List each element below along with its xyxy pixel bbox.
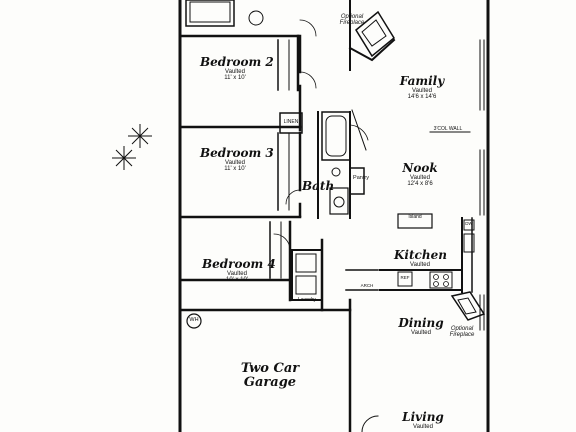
bedroom-2-label: Bedroom 2 Vaulted 11' x 10' [200, 56, 274, 81]
optional-fireplace-top-label: Optional Fireplace [339, 14, 365, 27]
bath-toilet [331, 167, 341, 177]
shrub-upper [128, 124, 152, 148]
vanity [329, 187, 349, 215]
dining-name: Dining [398, 316, 444, 330]
arch-label: ARCH [360, 283, 374, 288]
kitchen-island [397, 213, 433, 229]
family-size: 14'6 x 14'6 [407, 93, 437, 100]
living-ceiling: Vaulted [413, 423, 433, 430]
nook-name: Nook [402, 161, 438, 175]
garage-line1: Two Car [240, 361, 300, 376]
family-name: Family [399, 74, 445, 88]
living-name: Living [402, 410, 444, 424]
linen-label: LINEN [283, 119, 299, 125]
family-ceiling: Vaulted [412, 87, 432, 94]
bedroom-2-name: Bedroom 2 [200, 55, 274, 69]
water-heater [186, 313, 202, 329]
bedroom-3-name: Bedroom 3 [200, 146, 274, 160]
dryer [295, 275, 317, 295]
laundry-label: Laundry [297, 297, 317, 303]
bedroom-3-size: 11' x 10' [224, 165, 246, 172]
island-label: Island [408, 214, 422, 220]
optional-fireplace-bottom-label: Optional Fireplace [449, 326, 475, 339]
pantry [349, 167, 365, 195]
bedroom-2-ceiling: Vaulted [225, 68, 245, 75]
shrub-lower [112, 146, 136, 170]
bedroom-4-name: Bedroom 4 [202, 257, 276, 271]
upper-toilet [248, 10, 264, 26]
bedroom-3-label: Bedroom 3 Vaulted 11' x 10' [200, 147, 274, 172]
fireplace-bottom [450, 291, 486, 321]
refrigerator-label: REF [400, 275, 410, 280]
upper-tub [185, 0, 235, 27]
kitchen-name: Kitchen [394, 248, 447, 262]
water-heater-label: WH [189, 317, 199, 323]
washer [295, 253, 317, 273]
dishwasher-label: DW [465, 221, 473, 226]
nook-size: 12'4 x 8'6 [407, 180, 433, 187]
refrigerator [397, 271, 413, 287]
bath-label: Bath [302, 179, 335, 193]
family-label: Family Vaulted 14'6 x 14'6 [392, 75, 452, 100]
bedroom-4-size: 10' x 10' [226, 276, 248, 283]
wall-height-label: 3'COL WALL [433, 126, 463, 132]
bedroom-4-label: Bedroom 4 Vaulted 10' x 10' [202, 258, 276, 283]
living-label: Living Vaulted [398, 411, 448, 430]
kitchen-ceiling: Vaulted [410, 261, 430, 268]
kitchen-sink [463, 233, 475, 253]
pantry-label: Pantry [353, 175, 369, 181]
dining-label: Dining Vaulted [396, 317, 446, 336]
nook-ceiling: Vaulted [410, 174, 430, 181]
bedroom-2-size: 11' x 10' [224, 74, 246, 81]
range [429, 271, 453, 289]
bath-name: Bath [302, 179, 335, 193]
linen-closet [279, 112, 303, 134]
kitchen-label: Kitchen Vaulted [394, 248, 447, 268]
garage-label: Two Car Garage [232, 362, 308, 389]
garage-line2: Garage [243, 374, 297, 390]
dining-ceiling: Vaulted [411, 329, 431, 336]
fireplace-top [355, 10, 395, 58]
bedroom-3-ceiling: Vaulted [225, 159, 245, 166]
nook-label: Nook Vaulted 12'4 x 8'6 [392, 162, 448, 187]
bedroom-4-ceiling: Vaulted [227, 270, 247, 277]
